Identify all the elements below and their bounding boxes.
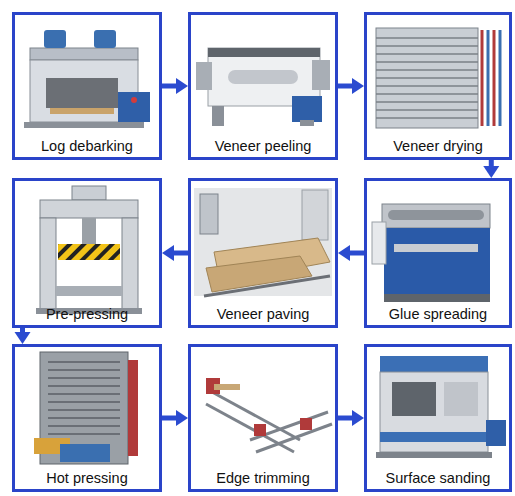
flow-arrow: [338, 245, 364, 261]
arrow-shaft: [338, 416, 354, 421]
arrow-head: [352, 410, 364, 426]
flow-arrow: [338, 78, 364, 94]
arrow-head: [483, 166, 499, 178]
arrow-shaft: [338, 84, 354, 89]
arrow-shaft: [348, 251, 364, 256]
arrow-shaft: [162, 416, 178, 421]
flow-arrow: [483, 160, 499, 178]
process-box: Veneer drying: [364, 12, 512, 160]
process-box: Glue spreading: [364, 178, 512, 328]
process-box: Log debarking: [12, 12, 162, 160]
flow-arrow: [15, 328, 31, 344]
dryer-illustration: [376, 28, 500, 128]
arrow-shaft: [172, 251, 188, 256]
pre-press-illustration: [36, 186, 142, 314]
flow-arrow: [162, 245, 188, 261]
process-box: Pre-pressing: [12, 178, 162, 328]
process-box: Surface sanding: [364, 344, 512, 492]
arrow-head: [15, 332, 31, 344]
arrow-head: [352, 78, 364, 94]
flow-arrow: [338, 410, 364, 426]
arrow-shaft: [162, 84, 178, 89]
step-label: Veneer drying: [367, 138, 509, 154]
arrow-head: [176, 78, 188, 94]
process-box: Veneer peeling: [188, 12, 338, 160]
glue-spreader-illustration: [372, 204, 490, 302]
step-label: Veneer peeling: [191, 138, 335, 154]
arrow-head: [176, 410, 188, 426]
step-label: Surface sanding: [367, 470, 509, 486]
step-label: Veneer paving: [191, 306, 335, 322]
flow-arrow: [162, 78, 188, 94]
arrow-head: [162, 245, 174, 261]
step-label: Hot pressing: [15, 470, 159, 486]
step-label: Edge trimming: [191, 470, 335, 486]
arrow-shaft: [20, 328, 25, 334]
step-label: Glue spreading: [367, 306, 509, 322]
step-label: Log debarking: [15, 138, 159, 154]
arrow-head: [338, 245, 350, 261]
arrow-shaft: [489, 160, 494, 168]
flow-arrow: [162, 410, 188, 426]
debarker-illustration: [24, 30, 150, 128]
hot-press-illustration: [34, 352, 138, 464]
process-box: Hot pressing: [12, 344, 162, 492]
process-box: Veneer paving: [188, 178, 338, 328]
step-label: Pre-pressing: [15, 306, 159, 322]
paving-line-illustration: [194, 188, 332, 296]
edge-trimmer-illustration: [206, 378, 332, 452]
peeler-illustration: [196, 48, 330, 126]
process-box: Edge trimming: [188, 344, 338, 492]
sander-illustration: [376, 356, 506, 458]
